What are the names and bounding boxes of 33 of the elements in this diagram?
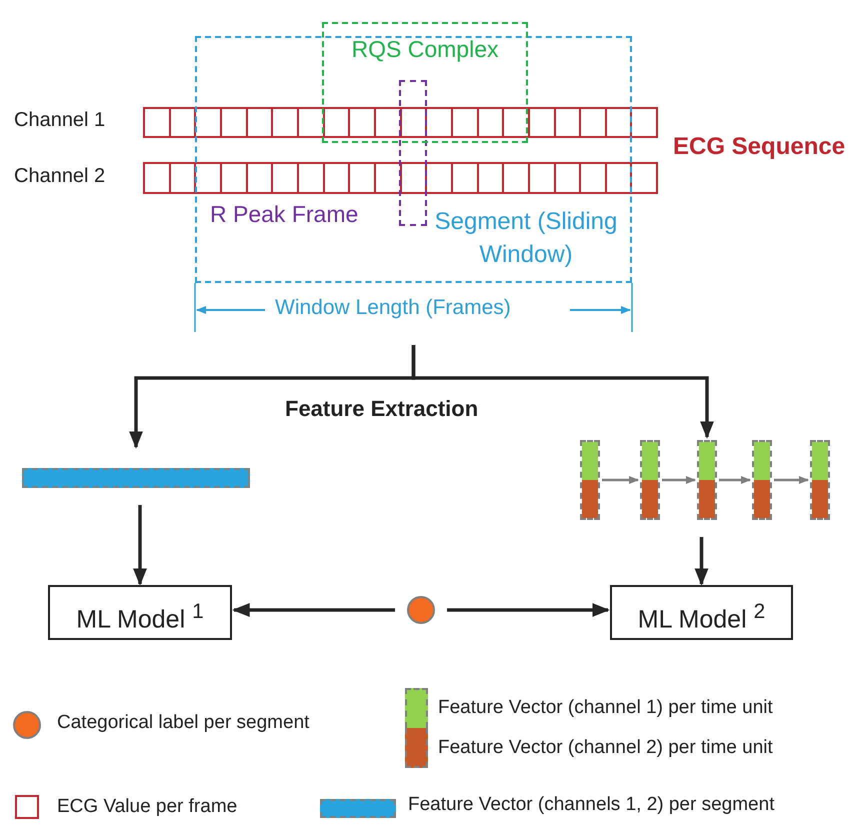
feature-vector bbox=[580, 440, 600, 520]
arrow bbox=[662, 476, 696, 484]
feature-bar bbox=[22, 468, 250, 488]
sequence-title: ECG Sequence bbox=[673, 133, 846, 161]
arrow bbox=[694, 537, 708, 586]
model-card: ML Model $^{1}$ bbox=[48, 585, 232, 640]
arrow bbox=[133, 505, 147, 586]
model-card: ML Model $^{2}$ bbox=[610, 585, 793, 640]
channel-label: Channel 2 bbox=[14, 164, 106, 189]
arrow bbox=[774, 476, 809, 484]
segment-label: Segment (Sliding Window) bbox=[434, 207, 618, 270]
arrow bbox=[602, 476, 639, 484]
arrow bbox=[447, 603, 610, 617]
complex-outline bbox=[322, 22, 528, 143]
legend-text: Feature Vector (channel 2) per time unit bbox=[438, 737, 773, 759]
label-dot bbox=[407, 596, 435, 624]
window-outline bbox=[195, 36, 632, 283]
legend-text: Feature Vector (channels 1, 2) per segment bbox=[408, 794, 774, 816]
step-label: Feature Extraction bbox=[285, 396, 478, 422]
feature-vector bbox=[697, 440, 717, 520]
frame-label: R Peak Frame bbox=[210, 201, 358, 228]
dimension-label: Window Length (Frames) bbox=[275, 296, 511, 320]
legend-text: ECG Value per frame bbox=[57, 796, 238, 818]
arrow bbox=[719, 476, 751, 484]
feature-vector bbox=[810, 440, 830, 520]
complex-label: RQS Complex bbox=[350, 36, 500, 63]
feature-vector bbox=[640, 440, 660, 520]
feature-vector bbox=[752, 440, 772, 520]
channel-label: Channel 1 bbox=[14, 108, 106, 133]
arrow bbox=[232, 603, 395, 617]
legend-text: Categorical label per segment bbox=[57, 712, 310, 734]
legend-text: Feature Vector (channel 1) per time unit bbox=[438, 697, 773, 719]
arrow bbox=[412, 345, 714, 439]
